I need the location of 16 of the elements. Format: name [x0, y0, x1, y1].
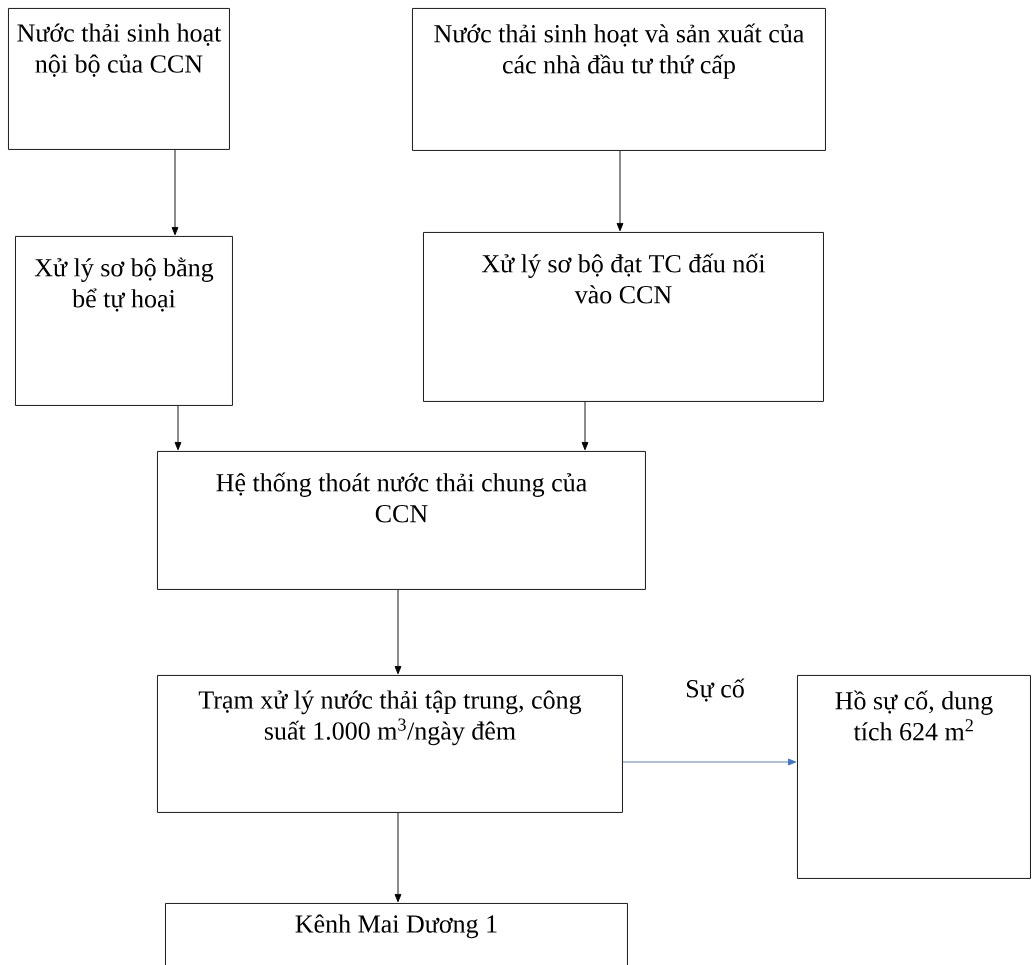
arrow — [394, 812, 402, 903]
process-box: Nước thải sinh hoạt và sản xuất của các nhà đầu tư thứ cấp — [412, 8, 826, 151]
arrow — [394, 589, 402, 675]
process-box: Hệ thống thoát nước thải chung của CCN — [157, 451, 646, 590]
process-box: Trạm xử lý nước thải tập trung, công suất 1.000 m$^{3}$/ngày đêm — [157, 675, 623, 813]
edge-label: Sự cố — [686, 678, 745, 702]
arrow — [581, 401, 589, 451]
arrow — [171, 149, 179, 236]
process-box: Hồ sự cố, dung tích 624 m$^{2}$ — [797, 675, 1031, 879]
process-box: Kênh Mai Dương 1 — [165, 903, 628, 965]
arrow — [174, 405, 182, 451]
arrow — [622, 758, 797, 766]
arrow — [616, 150, 624, 232]
process-box: Nước thải sinh hoạt nội bộ của CCN — [8, 8, 230, 150]
process-box: Xử lý sơ bộ đạt TC đấu nối vào CCN — [423, 232, 824, 402]
process-box: Xử lý sơ bộ bằng bể tự hoại — [15, 236, 233, 406]
